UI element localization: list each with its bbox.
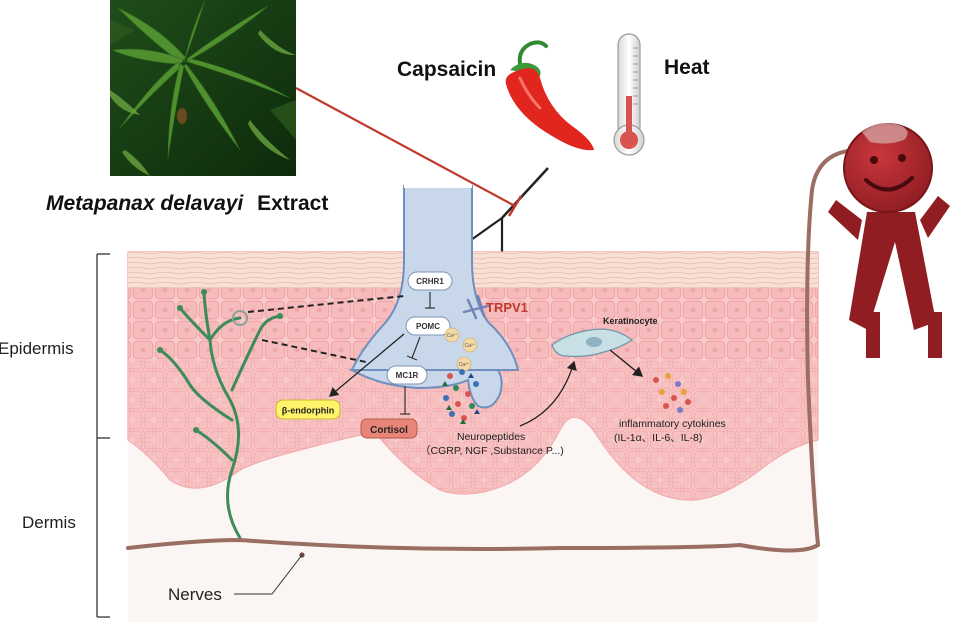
- pomc-node: POMC: [405, 316, 451, 336]
- dashed-signal-links: [247, 295, 405, 363]
- beta-endorphin-badge: β-endorphin: [275, 399, 341, 420]
- nerve-fiber-endings: [157, 289, 283, 433]
- region-bracket: [96, 253, 110, 618]
- calcium-label-3: Ca²⁺: [459, 362, 470, 368]
- extract-inhibition-line: [295, 87, 523, 217]
- neuropeptides-title: Neuropeptides: [457, 431, 525, 443]
- cortisol-badge: Cortisol: [360, 418, 418, 439]
- chili-pepper-icon: [505, 40, 594, 151]
- smiling-person-icon: [828, 123, 950, 358]
- neuropeptides-list: （CGRP, NGF ,Substance P...): [420, 445, 564, 457]
- dermis-label: Dermis: [22, 513, 76, 532]
- metapanax-leaf-photo: [110, 0, 296, 176]
- crhr1-node: CRHR1: [407, 271, 453, 291]
- extract-label: Metapanax delavayi Extract: [46, 192, 328, 215]
- beta-endorphin-label: β-endorphin: [282, 406, 334, 416]
- keratinocyte-to-cytokines-arrow: [609, 349, 644, 377]
- green-nerve-fiber: [158, 290, 282, 540]
- pomc-label: POMC: [416, 322, 440, 331]
- capsaicin-label: Capsaicin: [397, 58, 496, 81]
- cytokine-dots: [653, 373, 691, 413]
- nerve-label-leader: [234, 554, 303, 595]
- node-inhibition-links: [400, 292, 435, 415]
- crhr1-label: CRHR1: [416, 277, 444, 286]
- calcium-ions: Ca²⁺ Ca²⁺ Ca²⁺: [444, 327, 478, 372]
- calcium-label-1: Ca²⁺: [447, 333, 458, 339]
- mc1r-node: MC1R: [386, 365, 428, 385]
- cortisol-label: Cortisol: [370, 425, 408, 436]
- neuropeptide-vesicles: [442, 369, 480, 424]
- extract-species-name: Metapanax delavayi: [46, 192, 244, 215]
- thermometer-icon: [613, 33, 645, 156]
- heat-label: Heat: [664, 56, 710, 79]
- cytokines-title: inflammatory cytokines: [619, 418, 726, 430]
- calcium-label-2: Ca²⁺: [465, 343, 476, 349]
- trpv1-receptor-icon: [462, 294, 490, 320]
- cytokines-list: (IL-1α、IL-6、IL-8): [614, 432, 702, 444]
- trpv1-label: TRPV1: [486, 300, 528, 315]
- extract-word: Extract: [257, 192, 328, 215]
- mc1r-label: MC1R: [396, 371, 419, 380]
- epidermis-label: Epidermis: [0, 339, 74, 358]
- pomc-to-endorphin-arrow: [329, 333, 405, 397]
- nerves-label: Nerves: [168, 585, 222, 604]
- keratinocyte-label: Keratinocyte: [603, 316, 658, 326]
- neuropeptide-to-keratinocyte-arrow: [519, 360, 577, 427]
- keratinocyte-cell-icon: [551, 328, 634, 358]
